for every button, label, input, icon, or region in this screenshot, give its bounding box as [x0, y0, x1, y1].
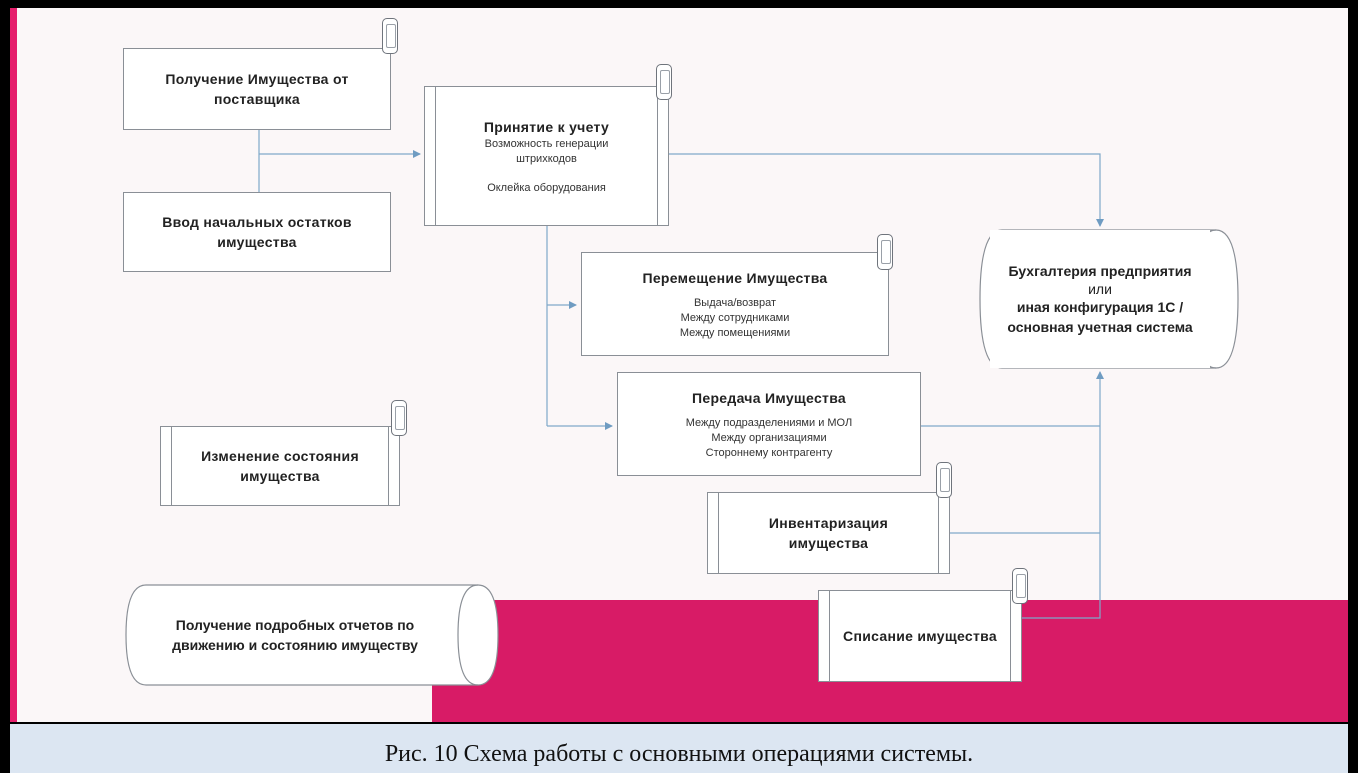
inventory-title: Инвентаризация имущества: [768, 515, 889, 551]
connector-accept-accounting: [669, 153, 1104, 227]
write-off-title: Списание имущества: [843, 628, 997, 644]
inventory-box: Инвентаризация имущества: [707, 492, 950, 574]
accept-barcode-text: Возможность генерации штрихкодов: [484, 137, 609, 165]
receive-property-title: Получение Имущества от поставщика: [165, 71, 349, 107]
diagram-canvas: Получение Имущества от поставщика Ввод н…: [10, 8, 1348, 722]
phone-icon: [936, 462, 952, 498]
slide-accent-stripe: [10, 8, 17, 722]
change-state-title: Изменение состояния имущества: [201, 448, 359, 484]
phone-icon: [877, 234, 893, 270]
move-line-issue: Выдача/возврат: [693, 296, 777, 309]
transfer-title: Передача Имущества: [692, 389, 846, 406]
connector-writeoff-accounting: [1022, 371, 1104, 619]
phone-icon: [656, 64, 672, 100]
transfer-line-contractor: Стороннему контрагенту: [705, 446, 833, 459]
move-line-employees: Между сотрудниками: [680, 311, 790, 324]
reports-title: Получение подробных отчетов по движению …: [172, 617, 418, 653]
transfer-property-box: Передача Имущества Между подразделениями…: [617, 372, 921, 476]
reports-cylinder: Получение подробных отчетов по движению …: [136, 585, 454, 685]
accounting-line-2: или: [1088, 281, 1112, 297]
opening-balances-title: Ввод начальных остатков имущества: [162, 214, 352, 250]
opening-balances-box: Ввод начальных остатков имущества: [123, 192, 391, 272]
accounting-line-4: основная учетная система: [1007, 319, 1193, 335]
transfer-line-orgs: Между организациями: [711, 431, 827, 444]
accept-to-accounting-box: Принятие к учету Возможность генерации ш…: [424, 86, 669, 226]
accept-labeling-text: Оклейка оборудования: [487, 181, 606, 194]
phone-icon: [1012, 568, 1028, 604]
phone-icon: [382, 18, 398, 54]
write-off-box: Списание имущества: [818, 590, 1022, 682]
accounting-line-1: Бухгалтерия предприятия: [1008, 263, 1192, 279]
accounting-system-cylinder: Бухгалтерия предприятия или иная конфигу…: [990, 230, 1210, 368]
accept-title: Принятие к учету: [483, 118, 610, 135]
figure-caption: Рис. 10 Схема работы с основными операци…: [384, 741, 974, 767]
move-title: Перемещение Имущества: [642, 269, 828, 286]
transfer-line-departments: Между подразделениями и МОЛ: [685, 416, 853, 429]
caption-bar: Рис. 10 Схема работы с основными операци…: [10, 724, 1348, 773]
phone-icon: [391, 400, 407, 436]
accounting-line-3: иная конфигурация 1С /: [1016, 299, 1184, 315]
move-line-rooms: Между помещениями: [679, 326, 791, 339]
receive-property-box: Получение Имущества от поставщика: [123, 48, 391, 130]
reports-cylinder-shape: [125, 584, 499, 686]
move-property-box: Перемещение Имущества Выдача/возврат Меж…: [581, 252, 889, 356]
change-state-box: Изменение состояния имущества: [160, 426, 400, 506]
